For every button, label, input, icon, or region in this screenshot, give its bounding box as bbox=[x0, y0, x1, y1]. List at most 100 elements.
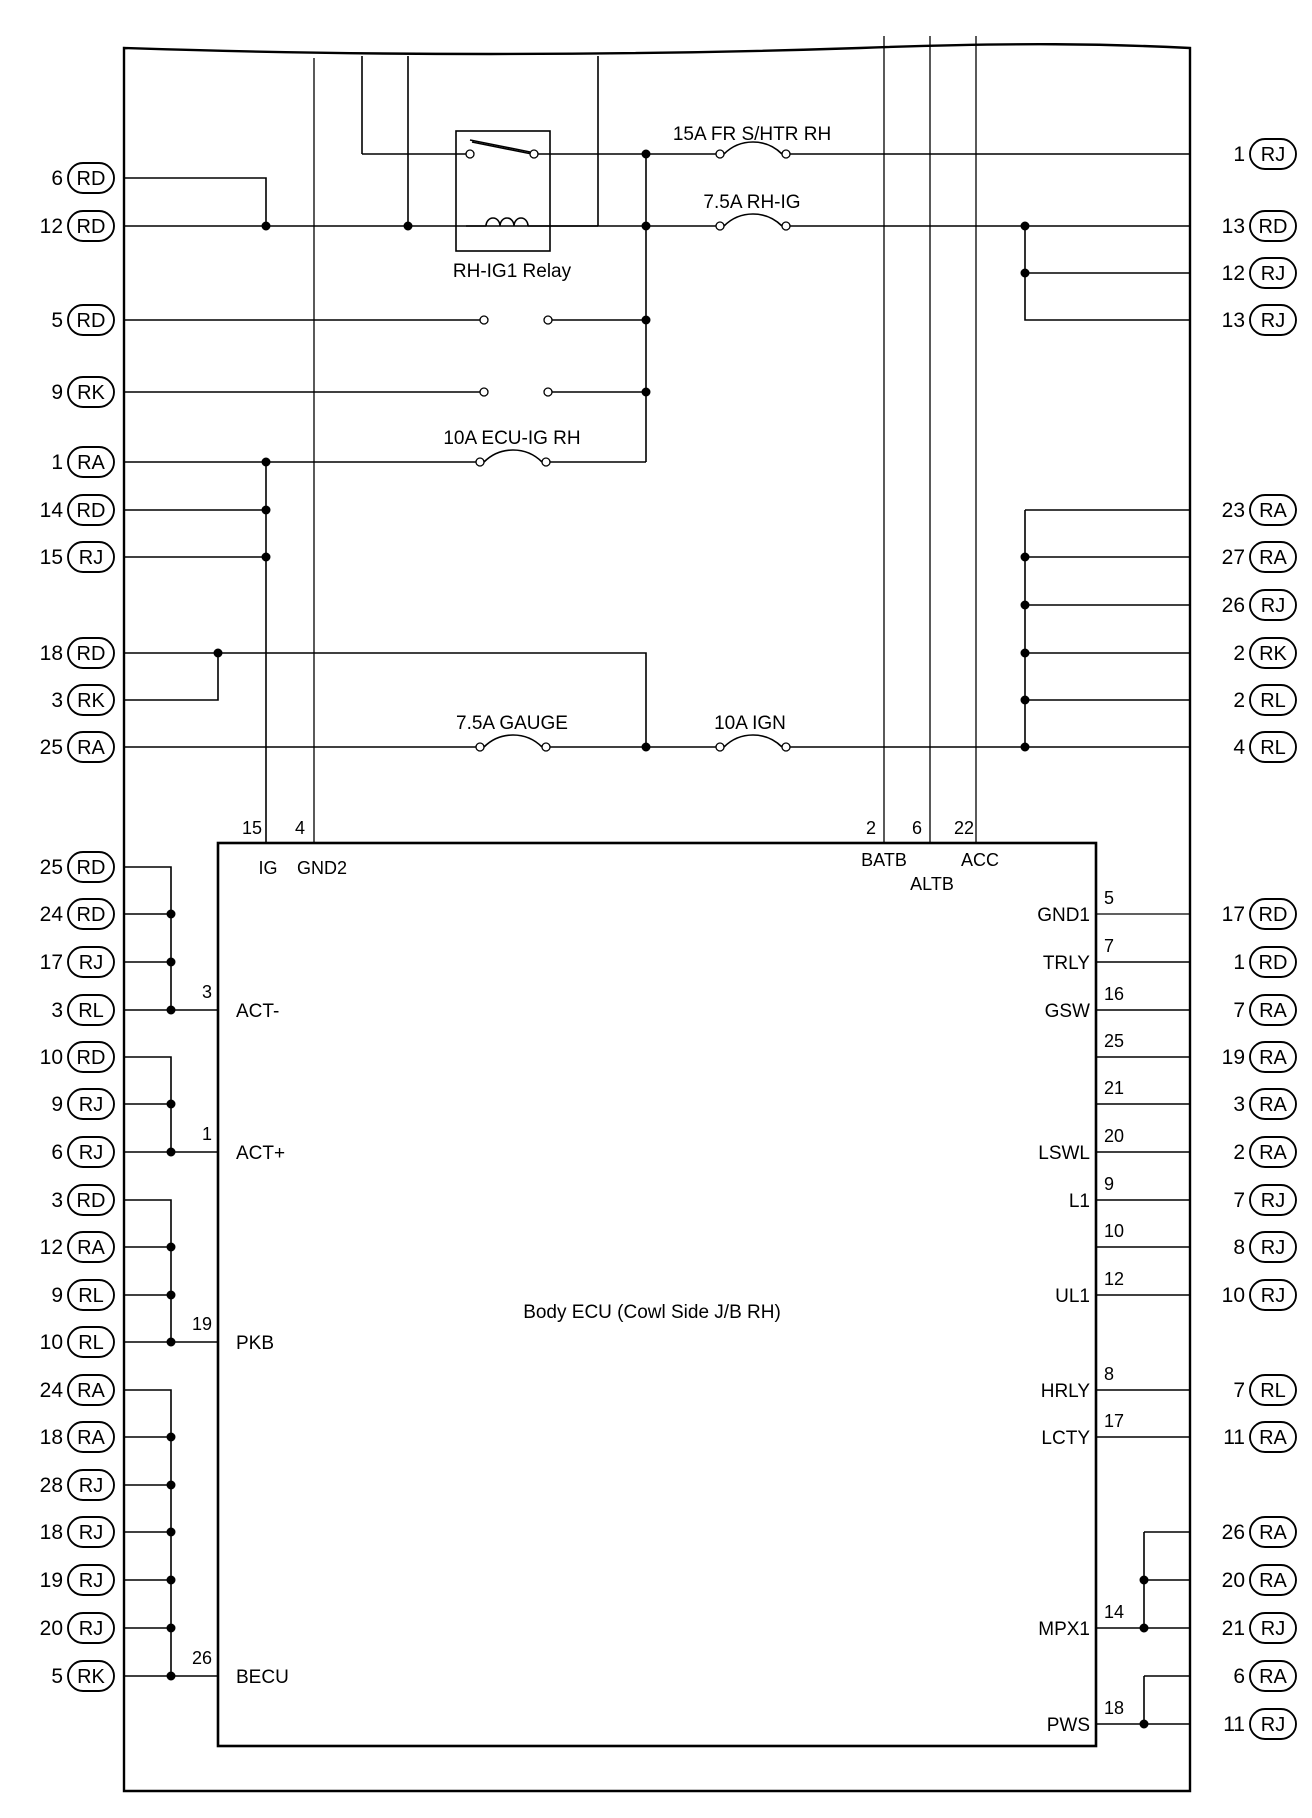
connector-pill bbox=[67, 1041, 115, 1073]
connector-code: RA bbox=[1259, 1666, 1287, 1688]
connector-pill bbox=[67, 684, 115, 716]
connector-pill bbox=[1249, 589, 1297, 621]
connector-pin-number: 20 bbox=[40, 1617, 63, 1640]
connector-pin-number: 2 bbox=[1233, 1141, 1245, 1164]
ecu-top-pin-num: 2 bbox=[866, 818, 876, 838]
connector-pin-number: 24 bbox=[40, 1379, 64, 1402]
connector-pill bbox=[1249, 1708, 1297, 1740]
connector-pin-number: 9 bbox=[51, 1093, 63, 1116]
connector-code: RJ bbox=[1261, 1285, 1285, 1307]
ecu-top-pin-num: 15 bbox=[242, 818, 262, 838]
open-terminals bbox=[465, 149, 791, 752]
relay-label: RH-IG1 Relay bbox=[453, 261, 572, 282]
connector-pill bbox=[67, 1516, 115, 1548]
connector-pill bbox=[67, 1231, 115, 1263]
ecu-right-pin-name: MPX1 bbox=[1038, 1619, 1090, 1640]
fuse-label-fr-shtr: 15A FR S/HTR RH bbox=[673, 124, 831, 145]
fuse-label-gauge: 7.5A GAUGE bbox=[456, 713, 568, 734]
ecu-label: Body ECU (Cowl Side J/B RH) bbox=[523, 1302, 781, 1323]
connector-pin-number: 20 bbox=[1222, 1569, 1245, 1592]
connector-pill bbox=[1249, 257, 1297, 289]
connector-pin-number: 3 bbox=[1233, 1093, 1245, 1116]
connector-pill bbox=[67, 946, 115, 978]
connector-pin-number: 10 bbox=[1222, 1284, 1245, 1307]
ecu-right-pin-name: L1 bbox=[1069, 1191, 1090, 1212]
connector-pin-number: 7 bbox=[1233, 1379, 1245, 1402]
connector-pill bbox=[1249, 1041, 1297, 1073]
connector-code: RK bbox=[77, 382, 105, 404]
connector-code: RJ bbox=[79, 1522, 103, 1544]
connector: 10 RJ bbox=[1222, 1279, 1297, 1311]
connector-pill bbox=[67, 1326, 115, 1358]
ecu-right-pin-num: 17 bbox=[1104, 1411, 1124, 1431]
ecu-right-pin-num: 16 bbox=[1104, 984, 1124, 1004]
connector-code: RD bbox=[77, 904, 106, 926]
connector-pin-number: 6 bbox=[51, 1141, 63, 1164]
connector-pill bbox=[67, 494, 115, 526]
connector-pill bbox=[1249, 946, 1297, 978]
ecu-left-pin-name: ACT- bbox=[236, 1001, 279, 1022]
connector-pill bbox=[67, 1184, 115, 1216]
connector-code: RK bbox=[1259, 643, 1287, 665]
connector-pill bbox=[1249, 138, 1297, 170]
connector-pin-number: 10 bbox=[40, 1331, 63, 1354]
fuse-label-rh-ig: 7.5A RH-IG bbox=[703, 192, 800, 213]
connector-code: RD bbox=[1259, 904, 1288, 926]
ecu-left-pin-num: 19 bbox=[192, 1314, 212, 1334]
connector-pin-number: 23 bbox=[1222, 499, 1245, 522]
connector-code: RL bbox=[78, 1000, 104, 1022]
connector-pin-number: 9 bbox=[51, 1284, 63, 1307]
frame bbox=[122, 43, 1192, 1793]
connector-pin-number: 3 bbox=[51, 999, 63, 1022]
connector-code: RJ bbox=[1261, 144, 1285, 166]
connector-pin-number: 6 bbox=[51, 167, 63, 190]
connector-pin-number: 1 bbox=[1233, 951, 1245, 974]
connector-pin-number: 24 bbox=[40, 903, 64, 926]
connector-pin-number: 3 bbox=[51, 1189, 63, 1212]
connector-pin-number: 13 bbox=[1222, 309, 1245, 332]
connector-pin-number: 18 bbox=[40, 642, 63, 665]
connector-pin-number: 18 bbox=[40, 1426, 63, 1449]
connector-code: RJ bbox=[1261, 1618, 1285, 1640]
connector-pin-number: 13 bbox=[1222, 215, 1245, 238]
connector-pill bbox=[1249, 637, 1297, 669]
connector-pin-number: 4 bbox=[1233, 736, 1245, 759]
connector-pill bbox=[67, 1469, 115, 1501]
connector-pin-number: 2 bbox=[1233, 689, 1245, 712]
connector-pin-number: 19 bbox=[40, 1569, 63, 1592]
connector-pill bbox=[67, 210, 115, 242]
connector-pin-number: 1 bbox=[1233, 143, 1245, 166]
connector-code: RD bbox=[77, 216, 106, 238]
connector-pin-number: 14 bbox=[40, 499, 64, 522]
connector-pill bbox=[1249, 1612, 1297, 1644]
connector-pill bbox=[1249, 994, 1297, 1026]
connector-code: RA bbox=[77, 452, 105, 474]
junction-dots bbox=[166, 149, 1149, 1729]
connector-code: RJ bbox=[1261, 1714, 1285, 1736]
fuse-label-ecu-ig: 10A ECU-IG RH bbox=[443, 428, 580, 449]
connector-pill bbox=[1249, 1660, 1297, 1692]
connector-pin-number: 12 bbox=[40, 1236, 63, 1259]
connector-pill bbox=[67, 637, 115, 669]
ecu-top-pin-name: ACC bbox=[961, 850, 999, 870]
